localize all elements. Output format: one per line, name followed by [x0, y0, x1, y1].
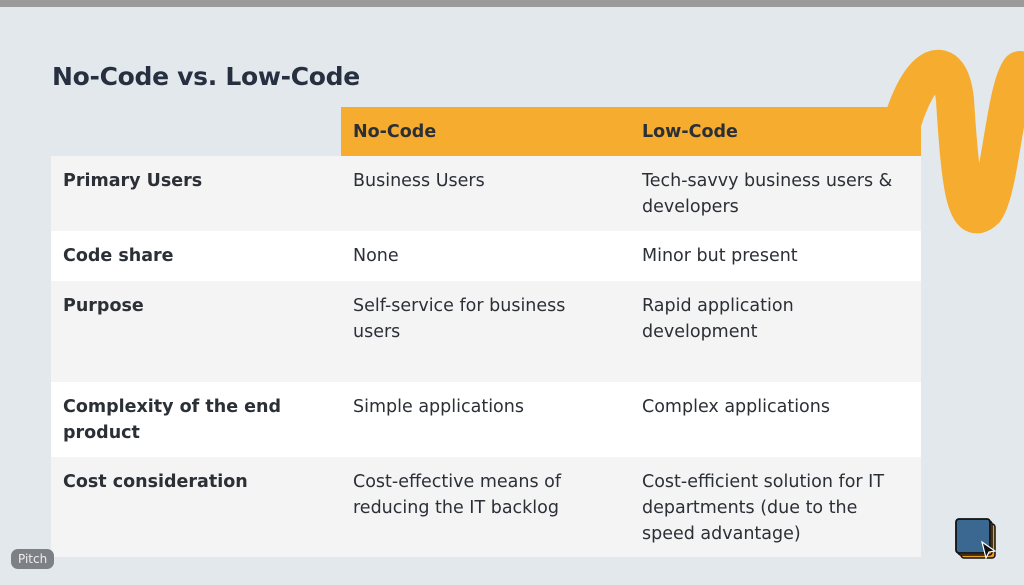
row-label: Primary Users: [63, 171, 203, 191]
orange-squiggle-decoration: [881, 49, 1024, 233]
pitch-badge[interactable]: Pitch: [11, 549, 55, 569]
no-code-cell: Cost-effective means of reducing the IT …: [353, 472, 562, 518]
low-code-cell: Rapid application development: [642, 296, 794, 342]
table-header-row: No-Code Low-Code: [51, 107, 921, 156]
low-code-cell: Minor but present: [642, 246, 798, 266]
low-code-cell: Tech-savvy business users & developers: [642, 171, 893, 217]
row-label: Complexity of the end product: [63, 397, 282, 443]
low-code-cell: Complex applications: [642, 397, 830, 417]
low-code-cell: Cost-efficient solution for IT departmen…: [642, 472, 885, 544]
no-code-cell: Business Users: [353, 171, 485, 191]
header-no-code: No-Code: [341, 107, 630, 156]
pitch-logo-icon[interactable]: [955, 518, 999, 562]
no-code-cell: None: [353, 246, 399, 266]
no-code-cell: Simple applications: [353, 397, 524, 417]
no-code-cell: Self-service for business users: [353, 296, 566, 342]
table-row: Purpose Self-service for business users …: [51, 281, 921, 382]
table-row: Cost consideration Cost-effective means …: [51, 457, 921, 557]
row-label: Purpose: [63, 296, 144, 316]
header-cell: [51, 107, 341, 156]
table-row: Primary Users Business Users Tech-savvy …: [51, 156, 921, 231]
row-label: Cost consideration: [63, 472, 248, 492]
comparison-table: No-Code Low-Code Primary Users Business …: [51, 107, 921, 557]
table-row: Code share None Minor but present: [51, 231, 921, 281]
header-low-code: Low-Code: [630, 107, 921, 156]
page-title: No-Code vs. Low-Code: [52, 62, 360, 91]
row-label: Code share: [63, 246, 174, 266]
top-bar: [0, 0, 1024, 7]
table-row: Complexity of the end product Simple app…: [51, 382, 921, 457]
